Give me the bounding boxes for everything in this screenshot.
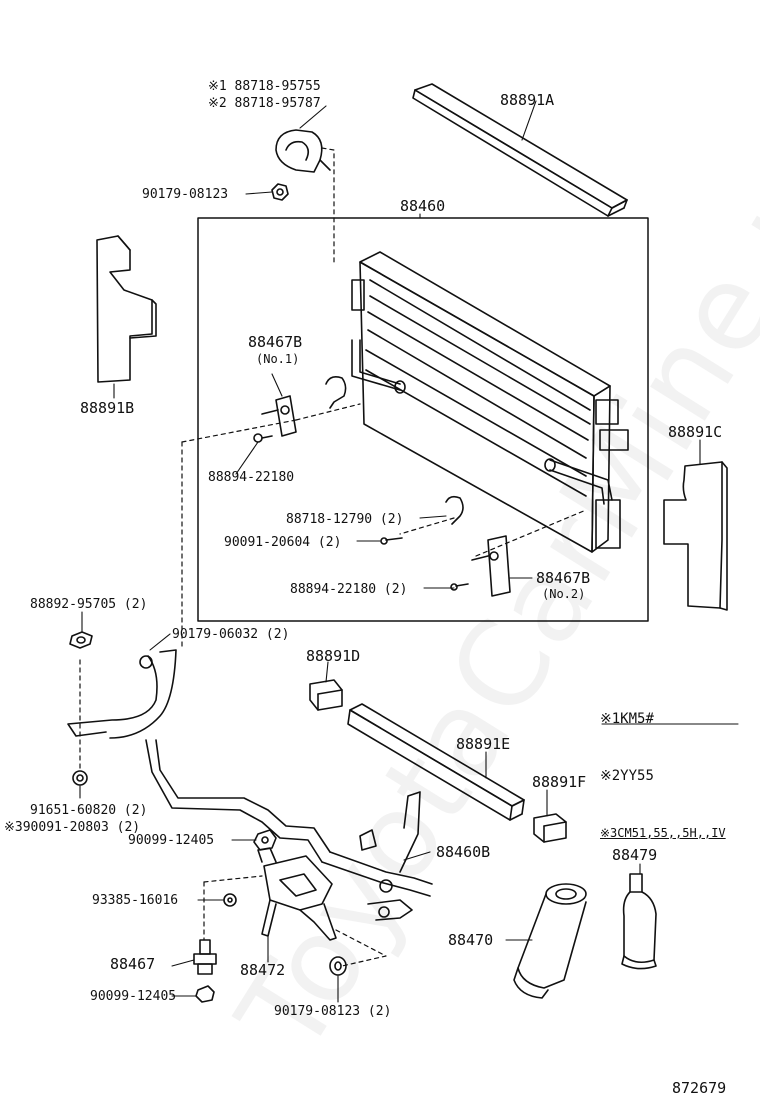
label-88891a: 88891A bbox=[500, 91, 555, 109]
clamp-93385-16016 bbox=[223, 893, 237, 907]
label-88467b-no2: 88467B bbox=[536, 569, 591, 587]
label-88479: 88479 bbox=[612, 846, 658, 864]
nut-90179-08123-bottom bbox=[329, 956, 347, 976]
label-88894-22180: 88894-22180 bbox=[208, 470, 295, 485]
label-no1: (No.1) bbox=[256, 352, 300, 366]
label-88460: 88460 bbox=[400, 197, 446, 215]
seal-88891b bbox=[96, 235, 157, 383]
label-88892-95705: 88892-95705 (2) bbox=[30, 597, 148, 612]
label-bracket-alt2: ※2 88718-95787 bbox=[208, 96, 321, 111]
clamp-88718-12790 bbox=[325, 376, 464, 525]
label-88467: 88467 bbox=[110, 955, 156, 973]
label-88891c: 88891C bbox=[668, 423, 723, 441]
seal-88891d bbox=[309, 679, 343, 711]
label-90179-08123-bottom: 90179-08123 (2) bbox=[274, 1004, 392, 1019]
condenser-pipes bbox=[351, 339, 613, 505]
washer-88892-95705 bbox=[69, 631, 93, 649]
seal-88891e bbox=[347, 703, 525, 821]
label-88472: 88472 bbox=[240, 961, 286, 979]
label-93385-16016: 93385-16016 bbox=[92, 893, 179, 908]
label-88891d: 88891D bbox=[306, 647, 361, 665]
note-1: ※1KM5# bbox=[600, 711, 654, 727]
nut-90179-08123-top bbox=[271, 183, 289, 201]
label-88718-12790: 88718-12790 (2) bbox=[286, 512, 404, 527]
label-88460b: 88460B bbox=[436, 843, 491, 861]
bracket-88718-95755 bbox=[275, 129, 331, 173]
label-90099-12405: 90099-12405 bbox=[128, 833, 215, 848]
label-90179-06032: 90179-06032 (2) bbox=[172, 627, 290, 642]
nut-90099-12405 bbox=[253, 829, 277, 851]
label-90179-08123-top: 90179-08123 bbox=[142, 187, 229, 202]
grommet-91651-60820 bbox=[72, 770, 88, 786]
model-notes: ※1KM5# ※2YY55 ※3CM51,55,,5H,,IV bbox=[600, 672, 726, 862]
seal-88891c bbox=[663, 461, 728, 611]
diagram-code: 872679 bbox=[672, 1079, 727, 1097]
receiver-88470 bbox=[513, 883, 587, 999]
bracket-88472 bbox=[257, 847, 337, 941]
label-390091-20803: ※390091-20803 (2) bbox=[4, 820, 141, 835]
label-90091-20604: 90091-20604 (2) bbox=[224, 535, 342, 550]
nut-90099-12405-b bbox=[195, 985, 215, 1003]
seal-88891a bbox=[412, 83, 628, 217]
note-2: ※2YY55 bbox=[600, 768, 654, 784]
label-no2: (No.2) bbox=[542, 587, 586, 601]
note-3: ※3CM51,55,,5H,,IV bbox=[600, 826, 726, 840]
label-88891f: 88891F bbox=[532, 773, 587, 791]
label-88891b: 88891B bbox=[80, 399, 135, 417]
bracket-88467b-no1 bbox=[253, 395, 297, 443]
pipe-88460b bbox=[67, 649, 433, 921]
label-91651-60820: 91651-60820 (2) bbox=[30, 803, 148, 818]
condenser-core bbox=[351, 251, 629, 553]
drier-88479 bbox=[621, 873, 657, 970]
label-88891e: 88891E bbox=[456, 735, 511, 753]
label-88467b-no1: 88467B bbox=[248, 333, 303, 351]
label-88894-22180-2: 88894-22180 (2) bbox=[290, 582, 408, 597]
switch-88467 bbox=[193, 939, 217, 975]
seal-88891f bbox=[533, 813, 567, 843]
label-bracket-alt1: ※1 88718-95755 bbox=[208, 79, 321, 94]
condenser-group-frame bbox=[197, 217, 649, 622]
label-90099-12405-b: 90099-12405 bbox=[90, 989, 177, 1004]
bracket-88467b-no2 bbox=[380, 535, 511, 597]
label-88470: 88470 bbox=[448, 931, 494, 949]
